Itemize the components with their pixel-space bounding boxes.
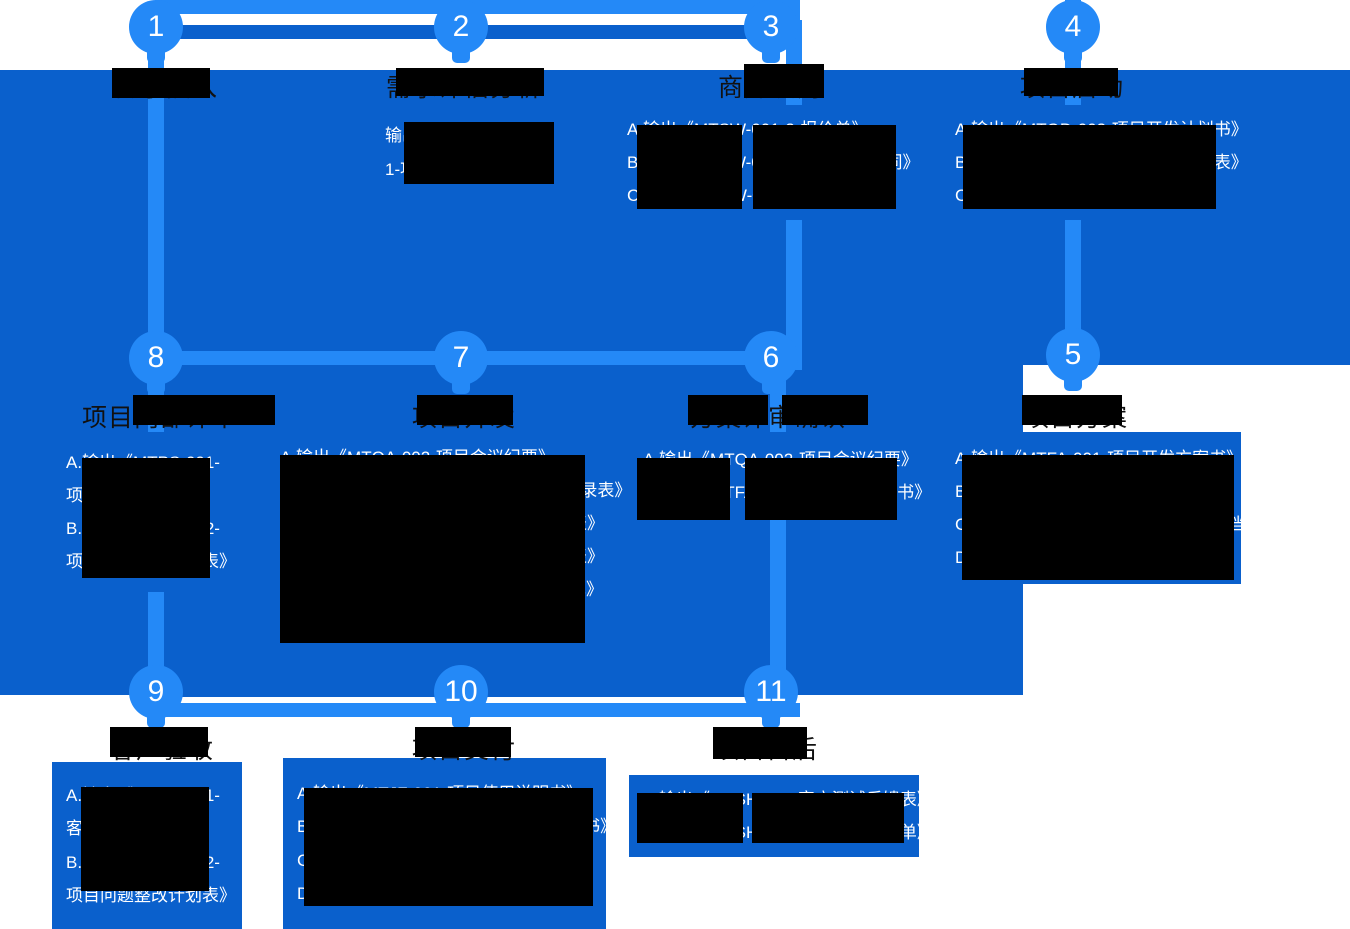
step-number-1: 1: [147, 10, 165, 43]
step-circle-9[interactable]: 9: [129, 665, 183, 728]
redaction-overlay: [280, 455, 585, 643]
step-number-7: 7: [452, 341, 470, 374]
step-circle-tail: [762, 45, 780, 63]
step-number-10: 10: [444, 675, 478, 708]
redaction-overlay: [744, 64, 824, 98]
redaction-overlay: [81, 787, 209, 891]
step-number-2: 2: [452, 10, 470, 43]
step-circle-5[interactable]: 5: [1046, 328, 1100, 391]
redaction-overlay: [110, 727, 208, 757]
redaction-overlay: [637, 125, 742, 209]
step-circle-4[interactable]: 4: [1046, 0, 1100, 63]
step-number-3: 3: [762, 10, 780, 43]
step-circle-tail: [147, 376, 165, 394]
step-circle-tail: [452, 710, 470, 728]
redaction-overlay: [962, 455, 1234, 580]
redaction-overlay: [304, 788, 593, 906]
step-number-9: 9: [147, 675, 165, 708]
redaction-overlay: [752, 793, 904, 843]
step-number-6: 6: [762, 341, 780, 374]
step-circle-1[interactable]: 1: [129, 0, 183, 63]
step-circle-tail: [452, 45, 470, 63]
redaction-overlay: [688, 395, 768, 425]
step-number-5: 5: [1064, 338, 1082, 371]
step-circle-tail: [1064, 373, 1082, 391]
step-circle-tail: [762, 710, 780, 728]
step-number-4: 4: [1064, 10, 1082, 43]
step-circle-3[interactable]: 3: [744, 0, 798, 63]
redaction-overlay: [112, 68, 210, 98]
redaction-overlay: [396, 68, 544, 96]
redaction-overlay: [745, 458, 897, 520]
redaction-overlay: [404, 122, 554, 184]
connector-node1-to-node8: [148, 20, 164, 370]
redaction-overlay: [753, 125, 896, 209]
redaction-overlay: [637, 793, 743, 843]
step-circle-7[interactable]: 7: [434, 331, 488, 394]
redaction-overlay: [415, 727, 511, 757]
redaction-overlay: [782, 395, 868, 425]
redaction-overlay: [417, 395, 513, 425]
step-circle-2[interactable]: 2: [434, 0, 488, 63]
step-circle-10[interactable]: 10: [434, 665, 488, 728]
redaction-overlay: [637, 458, 730, 520]
step-number-11: 11: [755, 675, 787, 708]
redaction-overlay: [133, 395, 275, 425]
step-circle-6[interactable]: 6: [744, 331, 798, 394]
redaction-overlay: [963, 125, 1216, 209]
step-circle-tail: [452, 376, 470, 394]
redaction-overlay: [1024, 68, 1118, 96]
step-circle-tail: [1064, 45, 1082, 63]
redaction-overlay: [1022, 395, 1122, 425]
step-circle-tail: [147, 45, 165, 63]
step-number-8: 8: [147, 341, 165, 374]
step-circle-11[interactable]: 11: [744, 665, 798, 728]
step-circle-tail: [762, 376, 780, 394]
redaction-overlay: [82, 458, 210, 578]
step-circle-tail: [147, 710, 165, 728]
step-circle-8[interactable]: 8: [129, 331, 183, 394]
redaction-overlay: [713, 727, 807, 759]
